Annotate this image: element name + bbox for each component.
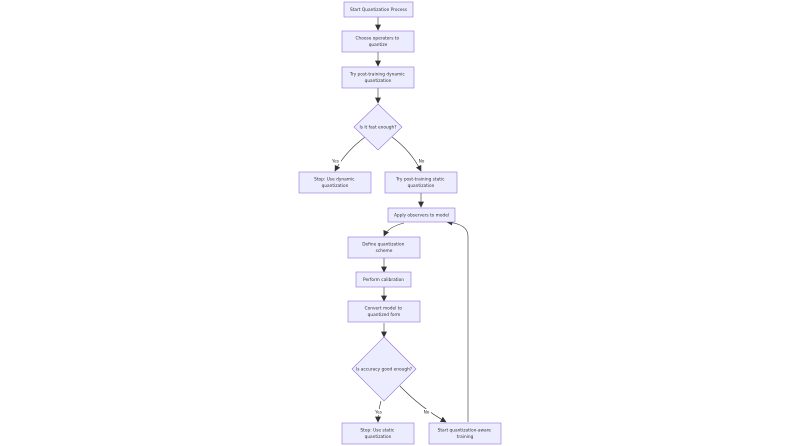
node-define-scheme: Define quantization scheme [347, 236, 421, 259]
edge-labels: Yes No Yes No [330, 158, 431, 416]
node-calibration-text: Perform calibration [363, 277, 404, 283]
edge-label-accuracy-no: No [422, 409, 431, 416]
edge-label-accuracy-yes: Yes [373, 409, 384, 416]
decision-fast-enough-text: Is it fast enough? [359, 125, 396, 131]
node-define-scheme-text: Define quantization scheme [362, 242, 406, 255]
node-start-qat: Start quantization-aware training [428, 422, 502, 445]
edge-fast-enough-to-try-static [391, 136, 422, 172]
node-convert-model-text: Convert model to quantized form [365, 306, 404, 319]
decision-accuracy-good: Is accuracy good enough? [351, 336, 417, 402]
decision-accuracy-good-text: Is accuracy good enough? [356, 367, 412, 373]
edge-label-accuracy-no-text: No [424, 410, 430, 416]
edge-start-qat-to-apply-observers [446, 219, 469, 422]
nodes: Start Quantization Process Choose operat… [298, 1, 502, 445]
node-try-static: Try post-training static quantization [384, 171, 458, 194]
edge-apply-observers-to-define-scheme [383, 222, 405, 237]
node-stop-dynamic: Stop: Use dynamic quantization [298, 171, 372, 194]
edges [334, 17, 469, 423]
node-start-text: Start Quantization Process [350, 7, 408, 13]
node-choose-ops-text: Choose operators to quantize [355, 36, 400, 49]
edge-label-fast-no-text: No [419, 159, 425, 165]
edge-label-fast-no: No [417, 158, 426, 165]
node-try-dynamic: Try post-training dynamic quantization [341, 66, 415, 89]
node-start-qat-text: Start quantization-aware training [438, 428, 493, 441]
edge-fast-enough-to-stop-dynamic [334, 136, 366, 172]
node-convert-model: Convert model to quantized form [347, 300, 421, 323]
edge-label-fast-yes-text: Yes [331, 159, 340, 165]
node-apply-observers: Apply observers to model [387, 207, 456, 223]
node-choose-ops: Choose operators to quantize [341, 30, 415, 53]
node-try-static-text: Try post-training static quantization [395, 177, 446, 190]
node-stop-static: Stop: Use static quantization [341, 422, 415, 445]
node-stop-static-text: Stop: Use static quantization [360, 428, 395, 441]
node-calibration: Perform calibration [355, 271, 412, 288]
edge-label-accuracy-yes-text: Yes [374, 410, 383, 416]
decision-fast-enough: Is it fast enough? [353, 103, 403, 151]
edge-label-fast-yes: Yes [330, 158, 341, 165]
edge-accuracy-good-to-start-qat [399, 385, 447, 423]
node-start: Start Quantization Process [343, 1, 414, 18]
node-stop-dynamic-text: Stop: Use dynamic quantization [314, 177, 356, 190]
node-apply-observers-text: Apply observers to model [394, 213, 449, 219]
node-try-dynamic-text: Try post-training dynamic quantization [349, 72, 406, 85]
